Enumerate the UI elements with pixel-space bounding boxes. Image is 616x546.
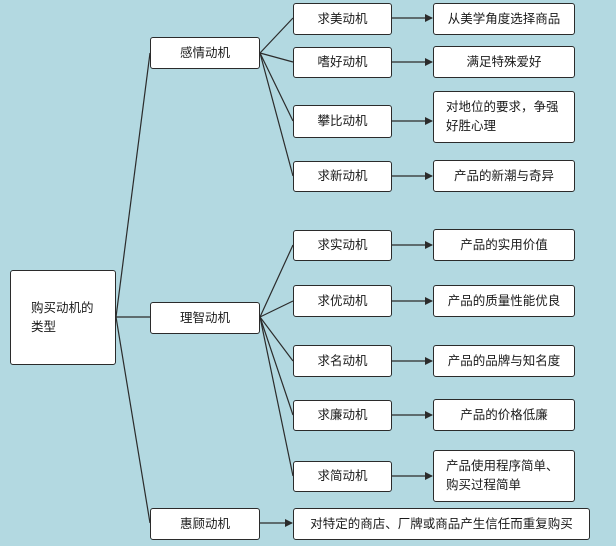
edge-rational-to-simple: [259, 316, 294, 477]
edge-emotional-to-novelty: [259, 52, 294, 177]
edge-root-to-emotional: [115, 52, 151, 318]
motive-hobby-label: 嗜好动机: [317, 54, 368, 70]
root-label: 购买动机的类型: [31, 299, 94, 334]
desc-quality-text: 产品的质量性能优良: [447, 292, 561, 308]
root-node: 购买动机的类型: [10, 270, 116, 365]
motive-quality: 求优动机: [293, 285, 392, 317]
desc-patronage-text: 对特定的商店、厂牌或商品产生信任而重复购买: [310, 515, 573, 531]
edge-emotional-to-beauty: [259, 17, 294, 54]
desc-patronage: 对特定的商店、厂牌或商品产生信任而重复购买: [293, 508, 590, 540]
group-patronage: 惠顾动机: [150, 508, 260, 540]
motive-novelty: 求新动机: [293, 161, 392, 192]
edge-rational-to-cheap: [259, 316, 294, 416]
desc-novelty: 产品的新潮与奇异: [433, 160, 575, 192]
edge-emotional-to-hobby: [259, 52, 294, 63]
desc-cheap-text: 产品的价格低廉: [460, 406, 548, 422]
desc-beauty-text: 从美学角度选择商品: [447, 10, 561, 26]
desc-hobby: 满足特殊爱好: [433, 46, 575, 78]
desc-quality: 产品的质量性能优良: [433, 285, 575, 317]
motive-comparison: 攀比动机: [293, 105, 392, 138]
desc-practical: 产品的实用价值: [433, 229, 575, 261]
desc-brand-text: 产品的品牌与知名度: [447, 352, 561, 368]
motive-brand-label: 求名动机: [317, 352, 368, 368]
motive-comparison-label: 攀比动机: [317, 113, 368, 129]
motive-quality-label: 求优动机: [317, 292, 368, 308]
group-emotional: 感情动机: [150, 37, 260, 69]
group-emotional-label: 感情动机: [179, 44, 230, 60]
desc-hobby-text: 满足特殊爱好: [466, 53, 542, 69]
motive-cheap-label: 求廉动机: [317, 407, 368, 423]
edge-rational-to-brand: [259, 316, 294, 362]
desc-simple: 产品使用程序简单、购买过程简单: [433, 450, 575, 502]
motive-beauty: 求美动机: [293, 3, 392, 35]
desc-practical-text: 产品的实用价值: [460, 236, 548, 252]
desc-brand: 产品的品牌与知名度: [433, 345, 575, 377]
motive-simple-label: 求简动机: [317, 468, 368, 484]
desc-comparison: 对地位的要求，争强好胜心理: [433, 91, 575, 143]
motive-brand: 求名动机: [293, 345, 392, 377]
desc-simple-text: 产品使用程序简单、购买过程简单: [446, 458, 559, 492]
edge-emotional-to-comparison: [259, 52, 294, 122]
edge-rational-to-quality: [259, 300, 294, 318]
group-rational: 理智动机: [150, 302, 260, 334]
edge-rational-to-practical: [259, 244, 294, 318]
edge-root-to-patronage: [115, 316, 151, 524]
motive-simple: 求简动机: [293, 461, 392, 492]
motive-beauty-label: 求美动机: [317, 10, 368, 26]
motive-novelty-label: 求新动机: [317, 168, 368, 184]
group-patronage-label: 惠顾动机: [179, 515, 230, 531]
motive-cheap: 求廉动机: [293, 400, 392, 431]
motive-practical-label: 求实动机: [317, 237, 368, 253]
desc-novelty-text: 产品的新潮与奇异: [453, 167, 554, 183]
desc-comparison-text: 对地位的要求，争强好胜心理: [446, 99, 559, 133]
group-rational-label: 理智动机: [179, 309, 230, 325]
motive-hobby: 嗜好动机: [293, 47, 392, 78]
desc-beauty: 从美学角度选择商品: [433, 3, 575, 35]
motive-practical: 求实动机: [293, 230, 392, 261]
desc-cheap: 产品的价格低廉: [433, 399, 575, 431]
